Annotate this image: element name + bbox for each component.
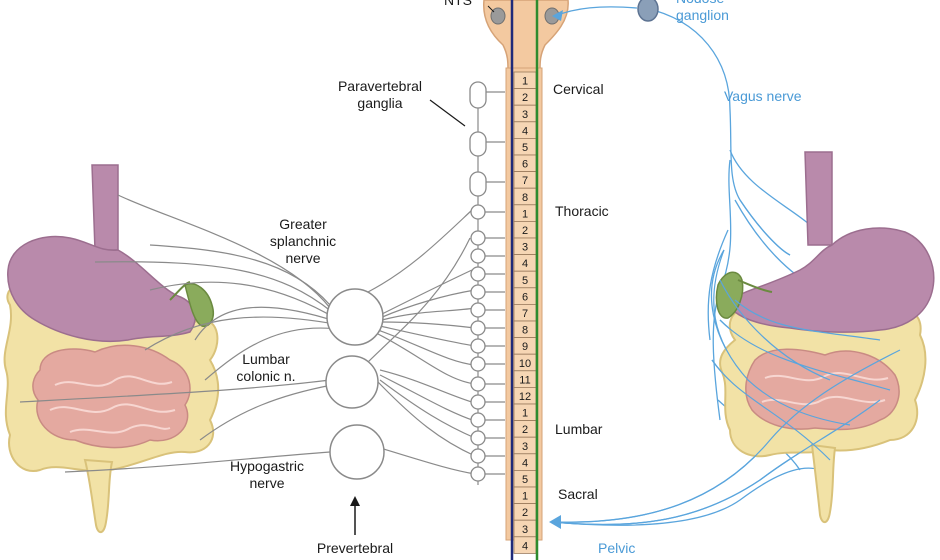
spinal-segment-number: 4 [522, 457, 528, 469]
spinal-segment-number: 8 [522, 325, 528, 337]
lumbar-colonic-nerve-label: Lumbar colonic n. [236, 351, 296, 384]
spinal-segment-number: 4 [522, 540, 528, 552]
spinal-segment-number: 4 [522, 258, 528, 270]
spinal-segment-number: 12 [519, 391, 531, 403]
region-sacral-label: Sacral [558, 486, 598, 502]
spinal-segment-number: 7 [522, 175, 528, 187]
spinal-segment-number: 4 [522, 125, 528, 137]
spinal-segment-number: 9 [522, 341, 528, 353]
region-thoracic-label: Thoracic [555, 203, 609, 219]
spinal-segment-number: 3 [522, 109, 528, 121]
spinal-segment-number: 6 [522, 291, 528, 303]
right-gut-organs [715, 151, 935, 524]
inferior-mesenteric-ganglion [329, 424, 385, 480]
greater-splanchnic-nerve-label: Greater splanchnic nerve [269, 216, 337, 266]
spinal-segment-number: 10 [519, 358, 531, 370]
nodose-ganglion [637, 0, 659, 22]
right-rectum [810, 443, 837, 524]
spinal-segment-number: 1 [522, 408, 528, 420]
region-lumbar-label: Lumbar [555, 421, 603, 437]
vagus-nerve-label: Vagus nerve [724, 88, 802, 104]
region-cervical-label: Cervical [553, 81, 604, 97]
nodose-ganglion-label: Nodose ganglion [676, 0, 729, 23]
spinal-segment-number: 3 [522, 441, 528, 453]
prevertebral-arrow-icon [350, 496, 360, 506]
right-small-intestine [745, 348, 900, 431]
spinal-segment-number: 7 [522, 308, 528, 320]
spinal-segment-number: 8 [522, 192, 528, 204]
left-gut-organs [3, 164, 220, 534]
prevertebral-label: Prevertebral [316, 540, 394, 556]
spinal-segment-number: 1 [522, 491, 528, 503]
spinal-segment-number: 2 [522, 92, 528, 104]
spinal-segment-number: 1 [522, 208, 528, 220]
spinal-segment-number: 3 [522, 524, 528, 536]
pelvic-nerve-label: Pelvic [598, 540, 636, 556]
spinal-segment-number: 5 [522, 142, 528, 154]
right-esophagus [804, 151, 833, 246]
right-stomach [728, 227, 935, 333]
spinal-segment-number: 3 [522, 242, 528, 254]
vagus-arrow-icon [552, 10, 563, 21]
spinal-segment-number: 5 [522, 474, 528, 486]
left-rectum [83, 458, 114, 534]
superior-mesenteric-ganglion [325, 355, 379, 409]
spinal-segment-number: 2 [522, 507, 528, 519]
spinal-segment-number: 2 [522, 225, 528, 237]
hypogastric-nerve-label: Hypogastric nerve [230, 458, 304, 491]
paravertebral-ganglia-chain [469, 81, 487, 482]
nts-nucleus-left [490, 7, 506, 25]
spinal-segment-number: 11 [519, 374, 530, 386]
left-esophagus [91, 164, 119, 251]
vagus-fibers-over-organs [551, 199, 901, 526]
spinal-segment-number: 5 [522, 275, 528, 287]
prevertebral-ganglia [325, 288, 385, 480]
nts-label: NTS [444, 0, 472, 8]
paravertebral-ganglia-label: Paravertebral ganglia [337, 78, 423, 111]
sympathetic-nerve-fibers [19, 85, 505, 485]
spinal-segment-number: 1 [522, 76, 528, 88]
celiac-ganglion [326, 288, 384, 346]
spinal-segment-number: 2 [522, 424, 528, 436]
spinal-segment-number: 6 [522, 159, 528, 171]
